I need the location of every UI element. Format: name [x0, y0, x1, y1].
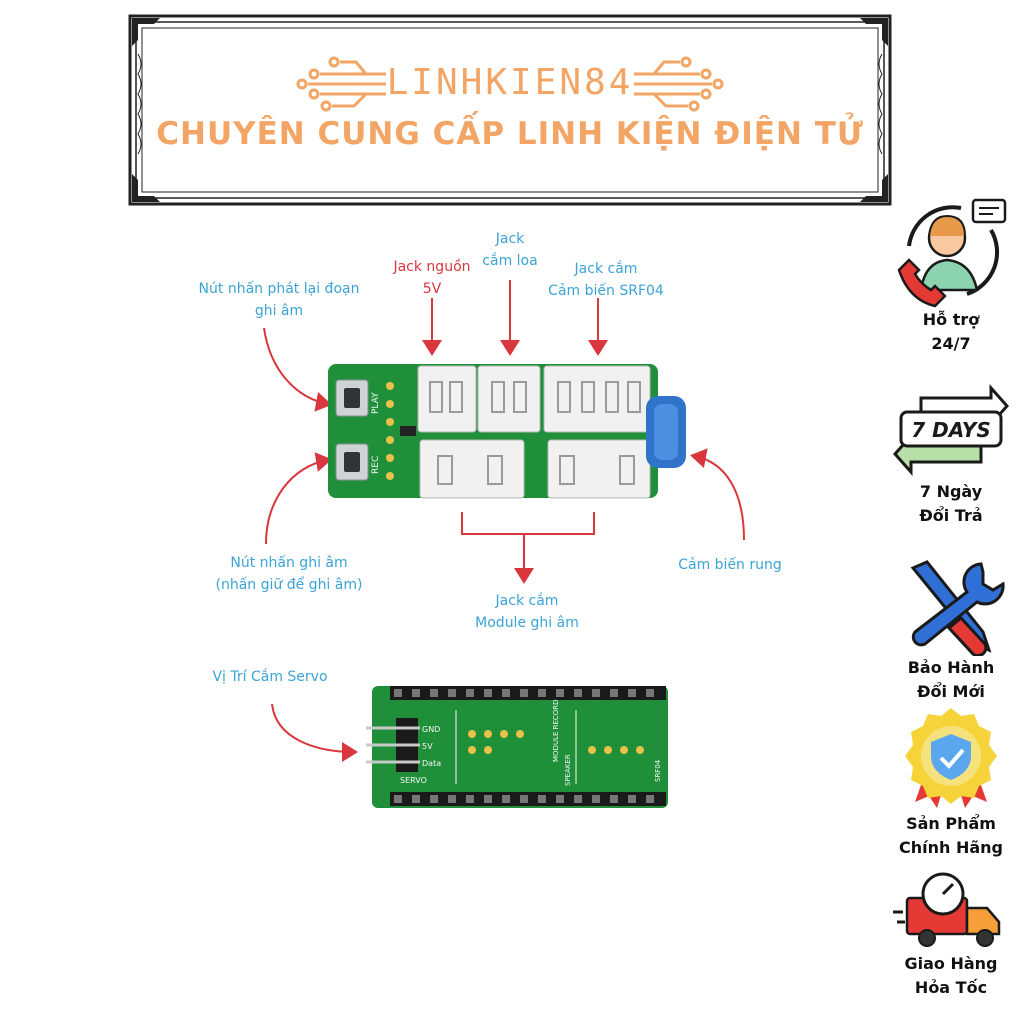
label-vibration-sensor: Cảm biến rung [678, 557, 782, 573]
label-record-button: Nút nhấn ghi âm(nhấn giữ để ghi âm) [215, 555, 363, 593]
svg-text:SPEAKER: SPEAKER [564, 754, 572, 786]
svg-text:GND: GND [422, 725, 440, 734]
bracket-record-module [461, 512, 595, 535]
top-pcb-board: PLAY REC [328, 364, 686, 499]
header-banner: LINHKIEN84 CHUYÊN CUNG CẤP LINH KIỆN ĐIỆ… [128, 14, 892, 206]
arrow-record-button [265, 452, 332, 545]
silk-play: PLAY [371, 392, 381, 414]
jst-srf04 [543, 365, 651, 433]
svg-text:MODULE RECORD: MODULE RECORD [552, 699, 560, 762]
jst-record-module-1 [419, 439, 525, 499]
circuit-decor-left [296, 56, 386, 112]
svg-text:SRF04: SRF04 [654, 759, 662, 782]
circuit-decor-right [634, 56, 724, 112]
bottom-pcb-board: GND 5V Data SERVO MODULE RECORD SPEAKER … [366, 686, 668, 808]
support-agent-icon [897, 198, 1007, 308]
tools-icon [910, 560, 1005, 656]
silk-rec: REC [371, 456, 381, 474]
genuine-badge-icon [905, 708, 997, 808]
annotation-arrows [263, 280, 745, 762]
jst-power-5v [417, 365, 477, 433]
ornamental-frame [128, 14, 892, 206]
arrow-play-button [263, 327, 332, 412]
brand-tagline: CHUYÊN CUNG CẤP LINH KIỆN ĐIỆN TỬ [156, 116, 864, 152]
svg-text:5V: 5V [422, 742, 433, 751]
svg-text:7 DAYS: 7 DAYS [911, 418, 991, 442]
arrow-vibration-sensor [690, 448, 745, 541]
svg-text:SERVO: SERVO [400, 776, 427, 785]
jst-speaker [477, 365, 541, 433]
seven-days-icon: 7 DAYS [892, 384, 1010, 476]
brand-name: LINHKIEN84 [386, 62, 634, 103]
arrow-servo [271, 703, 358, 762]
fast-delivery-icon [893, 872, 1001, 947]
svg-text:Data: Data [422, 759, 441, 768]
label-servo-position: Vị Trí Cắm Servo [212, 669, 328, 685]
